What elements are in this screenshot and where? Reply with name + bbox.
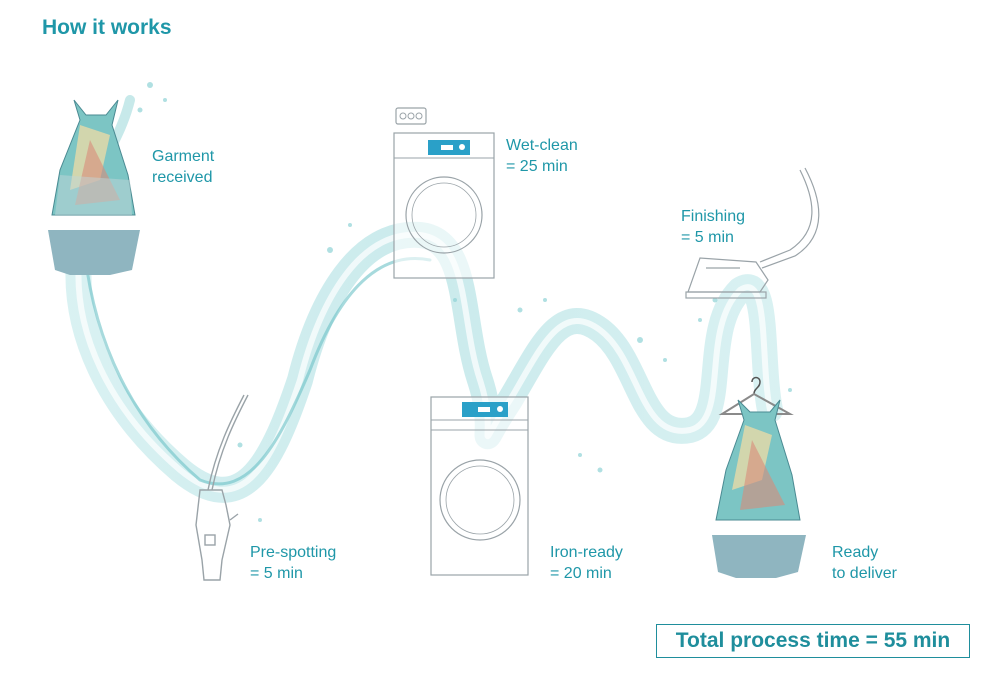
dress-icon (48, 99, 140, 275)
step-prespot-label: Pre-spotting = 5 min (250, 542, 336, 584)
page-title: How it works (42, 16, 172, 39)
hanger-dress-icon (712, 376, 806, 578)
spray-gun-icon (195, 394, 249, 581)
step-garment-line2: received (152, 169, 213, 186)
step-finishing-line1: Finishing (681, 208, 746, 225)
dryer-icon (430, 396, 529, 576)
iron-icon (685, 167, 820, 299)
washer-icon (393, 107, 495, 279)
total-process-time-box: Total process time = 55 min (656, 624, 970, 658)
step-garment-label: Garment received (152, 146, 214, 188)
step-garment-line1: Garment (152, 148, 215, 165)
step-prespot-line2: = 5 min (250, 565, 303, 582)
step-ready-line2: to deliver (832, 565, 897, 582)
step-ready-line1: Ready (832, 544, 879, 561)
step-ready-label: Ready to deliver (832, 542, 897, 584)
step-finishing-line2: = 5 min (681, 229, 734, 246)
step-finishing-label: Finishing = 5 min (681, 206, 745, 248)
step-wetclean-line1: Wet-clean (506, 137, 578, 154)
step-wetclean-label: Wet-clean = 25 min (506, 135, 578, 177)
step-ironready-line1: Iron-ready (550, 544, 623, 561)
total-process-time: Total process time = 55 min (675, 629, 951, 652)
step-ironready-line2: = 20 min (550, 565, 612, 582)
step-prespot-line1: Pre-spotting (250, 544, 337, 561)
water-droplets (137, 82, 792, 522)
step-wetclean-line2: = 25 min (506, 158, 568, 175)
step-ironready-label: Iron-ready = 20 min (550, 542, 623, 584)
